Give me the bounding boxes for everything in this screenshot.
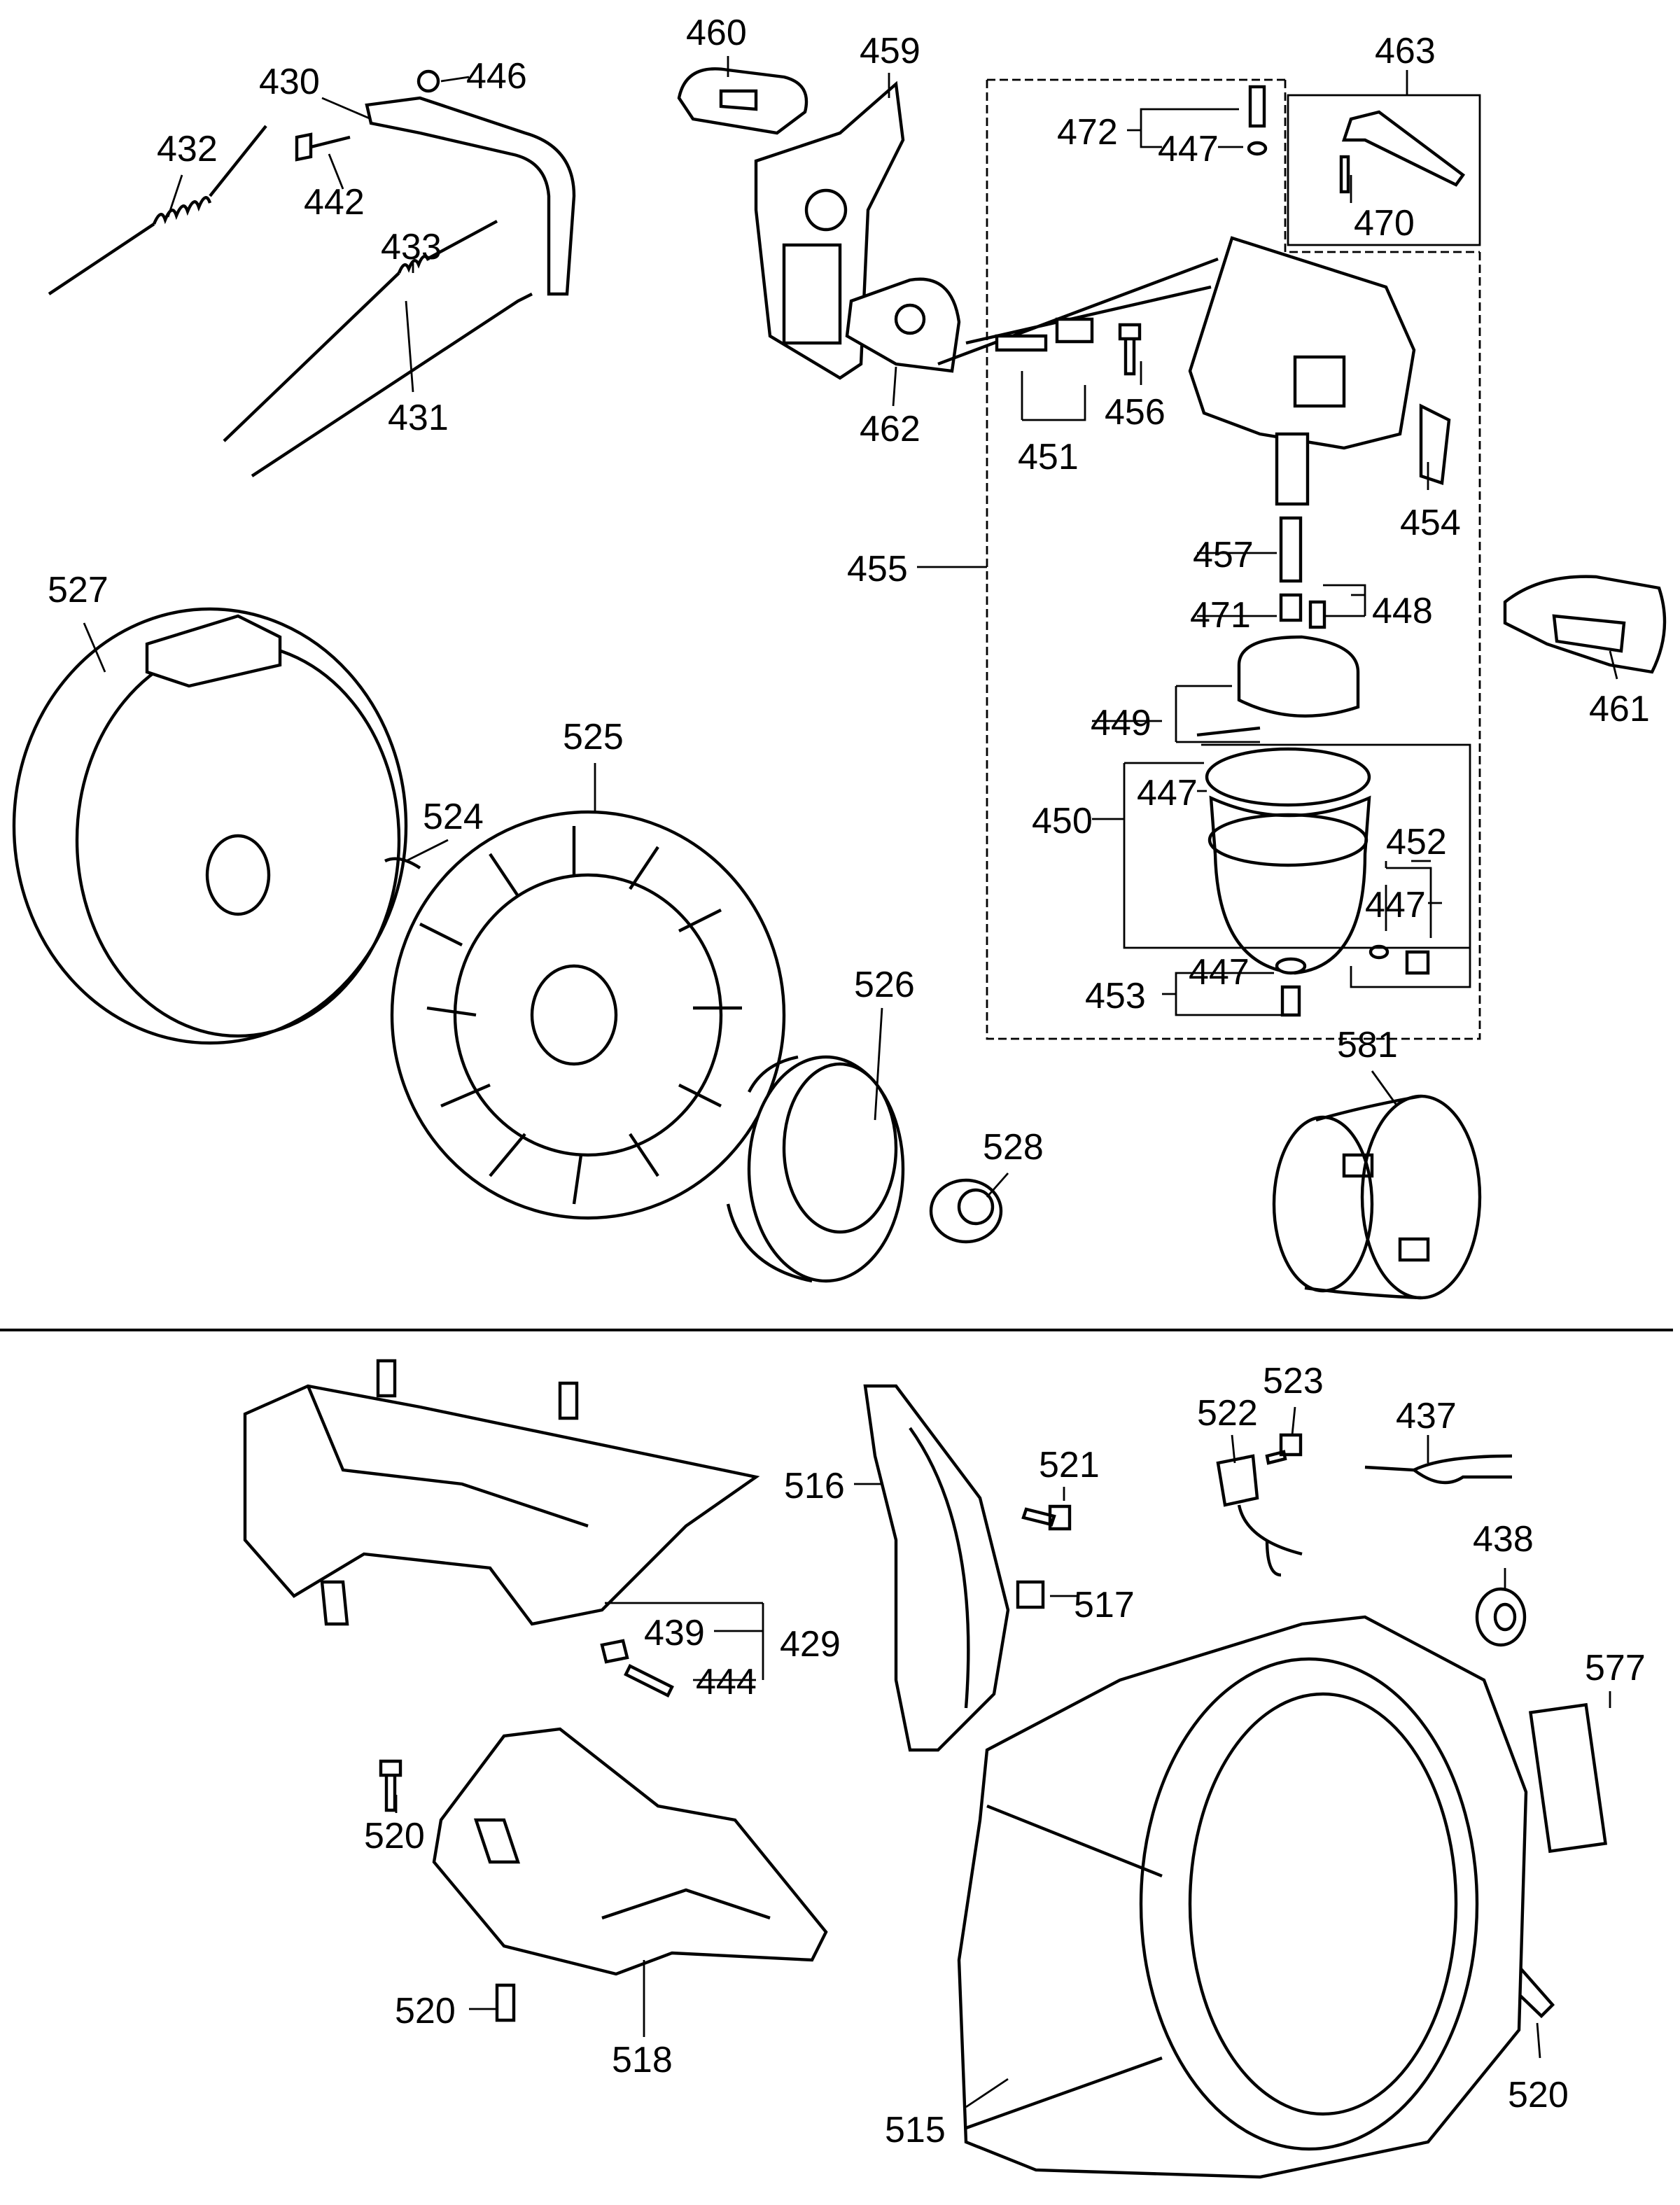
recoil-starter-527 bbox=[12, 607, 408, 1045]
label-520-upper: 520 bbox=[364, 1816, 425, 1856]
label-448: 448 bbox=[1372, 591, 1433, 631]
part-labels: 460 459 430 446 432 442 433 431 463 472 … bbox=[48, 13, 1650, 2150]
grommet-438 bbox=[1475, 1587, 1527, 1647]
label-459: 459 bbox=[860, 31, 920, 71]
insulator-459 bbox=[754, 80, 905, 380]
screw-444 bbox=[624, 1664, 674, 1698]
label-523: 523 bbox=[1263, 1361, 1324, 1401]
label-472: 472 bbox=[1057, 112, 1118, 153]
label-449: 449 bbox=[1091, 703, 1152, 743]
label-520-right: 520 bbox=[1508, 2075, 1569, 2115]
gasket-460 bbox=[677, 67, 808, 135]
cover-516 bbox=[863, 1384, 1010, 1752]
label-433: 433 bbox=[381, 227, 442, 267]
bolt-520-b bbox=[495, 1983, 516, 2022]
governor-spring-432 bbox=[48, 125, 267, 295]
label-450: 450 bbox=[1032, 801, 1093, 841]
air-filter-581 bbox=[1272, 1094, 1482, 1300]
rods-431-433 bbox=[223, 220, 533, 477]
label-439: 439 bbox=[644, 1613, 705, 1653]
label-462: 462 bbox=[860, 409, 920, 449]
label-528: 528 bbox=[983, 1127, 1044, 1168]
float-449 bbox=[1196, 635, 1360, 737]
leader-lines bbox=[83, 56, 1618, 2108]
label-526: 526 bbox=[854, 965, 915, 1005]
blower-housing-515 bbox=[957, 1615, 1528, 2179]
carburetor-group-box bbox=[986, 78, 1481, 1040]
label-432: 432 bbox=[157, 129, 218, 169]
bolt-521 bbox=[1021, 1504, 1072, 1531]
label-471: 471 bbox=[1190, 595, 1251, 636]
screw-439 bbox=[600, 1639, 629, 1664]
label-438: 438 bbox=[1473, 1519, 1534, 1560]
label-577 bbox=[1528, 1702, 1608, 1854]
gasket-462 bbox=[845, 277, 961, 373]
air-guide-429 bbox=[243, 1359, 760, 1626]
label-455: 455 bbox=[847, 549, 908, 589]
label-444: 444 bbox=[696, 1662, 757, 1702]
air-guide-518 bbox=[432, 1727, 828, 1976]
label-452: 452 bbox=[1386, 822, 1447, 862]
label-515: 515 bbox=[885, 2110, 946, 2150]
bolt-520-a bbox=[379, 1759, 402, 1812]
label-446: 446 bbox=[466, 56, 527, 97]
label-453: 453 bbox=[1085, 976, 1146, 1016]
float-bowl-450 bbox=[1205, 747, 1430, 1017]
label-447-drain: 447 bbox=[1365, 885, 1426, 925]
label-460: 460 bbox=[686, 13, 747, 53]
flywheel-nut-528 bbox=[929, 1178, 1003, 1244]
label-447-bowl: 447 bbox=[1137, 773, 1198, 813]
choke-lever-463 bbox=[1339, 110, 1466, 194]
label-457: 457 bbox=[1193, 535, 1254, 575]
label-525: 525 bbox=[563, 717, 624, 757]
label-527: 527 bbox=[48, 570, 108, 610]
choke-lever-group-box bbox=[1287, 94, 1481, 246]
label-520-lower: 520 bbox=[395, 1991, 456, 2031]
label-461: 461 bbox=[1589, 689, 1650, 729]
label-442: 442 bbox=[304, 182, 365, 223]
key-524 bbox=[384, 857, 421, 869]
starter-cup-526 bbox=[726, 1055, 905, 1283]
ignition-coil-522 bbox=[1216, 1454, 1303, 1577]
label-581: 581 bbox=[1337, 1025, 1398, 1065]
label-521: 521 bbox=[1039, 1445, 1100, 1485]
cooling-fan-525 bbox=[390, 810, 786, 1220]
label-431: 431 bbox=[388, 398, 449, 438]
label-516: 516 bbox=[784, 1466, 845, 1506]
label-517: 517 bbox=[1074, 1585, 1135, 1625]
carburetor-body bbox=[937, 236, 1416, 506]
label-470: 470 bbox=[1354, 203, 1415, 244]
label-451: 451 bbox=[1018, 437, 1079, 477]
label-437: 437 bbox=[1396, 1396, 1457, 1436]
wire-437 bbox=[1364, 1454, 1513, 1485]
label-463: 463 bbox=[1375, 31, 1436, 71]
clip-517 bbox=[1016, 1580, 1045, 1609]
governor-arm-430 bbox=[295, 69, 576, 296]
label-456: 456 bbox=[1105, 392, 1166, 433]
label-429: 429 bbox=[780, 1624, 841, 1665]
label-524: 524 bbox=[423, 797, 484, 837]
carb-screws bbox=[995, 85, 1451, 629]
bolt-523 bbox=[1265, 1433, 1303, 1465]
label-447-top: 447 bbox=[1158, 129, 1219, 169]
label-518: 518 bbox=[612, 2040, 673, 2080]
label-447-bolt: 447 bbox=[1189, 952, 1250, 993]
label-430: 430 bbox=[259, 62, 320, 102]
label-522: 522 bbox=[1197, 1393, 1258, 1434]
label-577: 577 bbox=[1585, 1648, 1646, 1688]
label-454: 454 bbox=[1400, 503, 1461, 543]
gasket-461 bbox=[1503, 575, 1667, 674]
